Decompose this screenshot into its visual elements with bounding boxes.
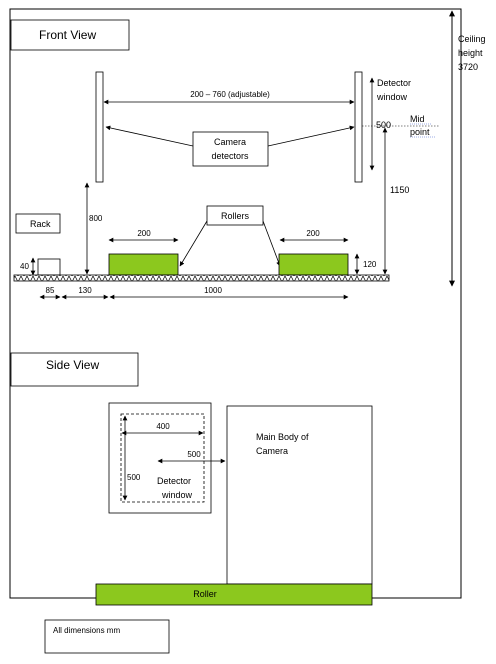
dim-800-label: 800 bbox=[89, 214, 103, 223]
camera-label-2: detectors bbox=[211, 151, 249, 161]
right-detector-plate bbox=[354, 71, 363, 183]
main-body-label-2: Camera bbox=[256, 446, 288, 456]
main-body-box bbox=[226, 405, 373, 585]
detector-window-label-2: window bbox=[376, 92, 408, 102]
dim-1150-label: 1150 bbox=[390, 185, 409, 195]
dim-85-label: 85 bbox=[46, 286, 55, 295]
ceiling-label-1: Ceiling bbox=[458, 34, 486, 44]
rack-label: Rack bbox=[30, 219, 51, 229]
roller-right bbox=[278, 253, 349, 276]
rollers-label: Rollers bbox=[221, 211, 250, 221]
left-detector-plate bbox=[95, 71, 104, 183]
side-roller bbox=[95, 583, 373, 606]
side-detector-window-2: window bbox=[161, 490, 193, 500]
note-box bbox=[44, 619, 170, 654]
side-dim-400-label: 400 bbox=[156, 422, 170, 431]
front-view: Front View Ceiling height 3720 200 – 760… bbox=[10, 10, 486, 300]
rack-height-label: 40 bbox=[20, 262, 29, 271]
dim-1000-label: 1000 bbox=[204, 286, 222, 295]
floor bbox=[13, 274, 390, 282]
side-view-title: Side View bbox=[46, 358, 99, 372]
note-text: All dimensions mm bbox=[53, 626, 120, 635]
adjustable-span-label: 200 – 760 (adjustable) bbox=[190, 90, 270, 99]
main-body-label-1: Main Body of bbox=[256, 432, 309, 442]
rollers-arrow-left bbox=[179, 220, 208, 267]
rollers-arrow-right bbox=[262, 220, 281, 267]
ceiling-label-2: height bbox=[458, 48, 483, 58]
camera-label-1: Camera bbox=[214, 137, 246, 147]
front-view-title-box bbox=[10, 19, 130, 51]
detector-window-dashed bbox=[120, 413, 205, 503]
detector-window-label-1: Detector bbox=[377, 78, 411, 88]
mid-point-label-1: Mid bbox=[410, 114, 425, 124]
rack bbox=[37, 258, 61, 276]
side-roller-label: Roller bbox=[193, 589, 217, 599]
side-view: Side View 400 500 500 Detector window Ma… bbox=[10, 352, 373, 606]
roller-height-label: 120 bbox=[363, 260, 377, 269]
camera-arrow-left bbox=[105, 125, 194, 147]
rack-label-box bbox=[15, 213, 61, 234]
dim-130-label: 130 bbox=[78, 286, 92, 295]
side-view-title-box bbox=[10, 352, 139, 387]
rollers-label-box bbox=[206, 205, 264, 226]
front-view-title: Front View bbox=[39, 28, 96, 42]
camera-arrow-right bbox=[267, 125, 355, 147]
dim-500-label: 500 bbox=[376, 120, 391, 130]
side-dim-500-vertical-label: 500 bbox=[127, 473, 141, 482]
camera-detectors-box bbox=[192, 131, 269, 167]
roller-right-width-label: 200 bbox=[306, 229, 320, 238]
roller-left-width-label: 200 bbox=[137, 229, 151, 238]
side-dim-500-horizontal-label: 500 bbox=[187, 450, 201, 459]
side-detector-window-1: Detector bbox=[157, 476, 191, 486]
ceiling-value: 3720 bbox=[458, 62, 478, 72]
roller-left bbox=[108, 253, 179, 276]
mid-point-label-2: point bbox=[410, 127, 430, 137]
